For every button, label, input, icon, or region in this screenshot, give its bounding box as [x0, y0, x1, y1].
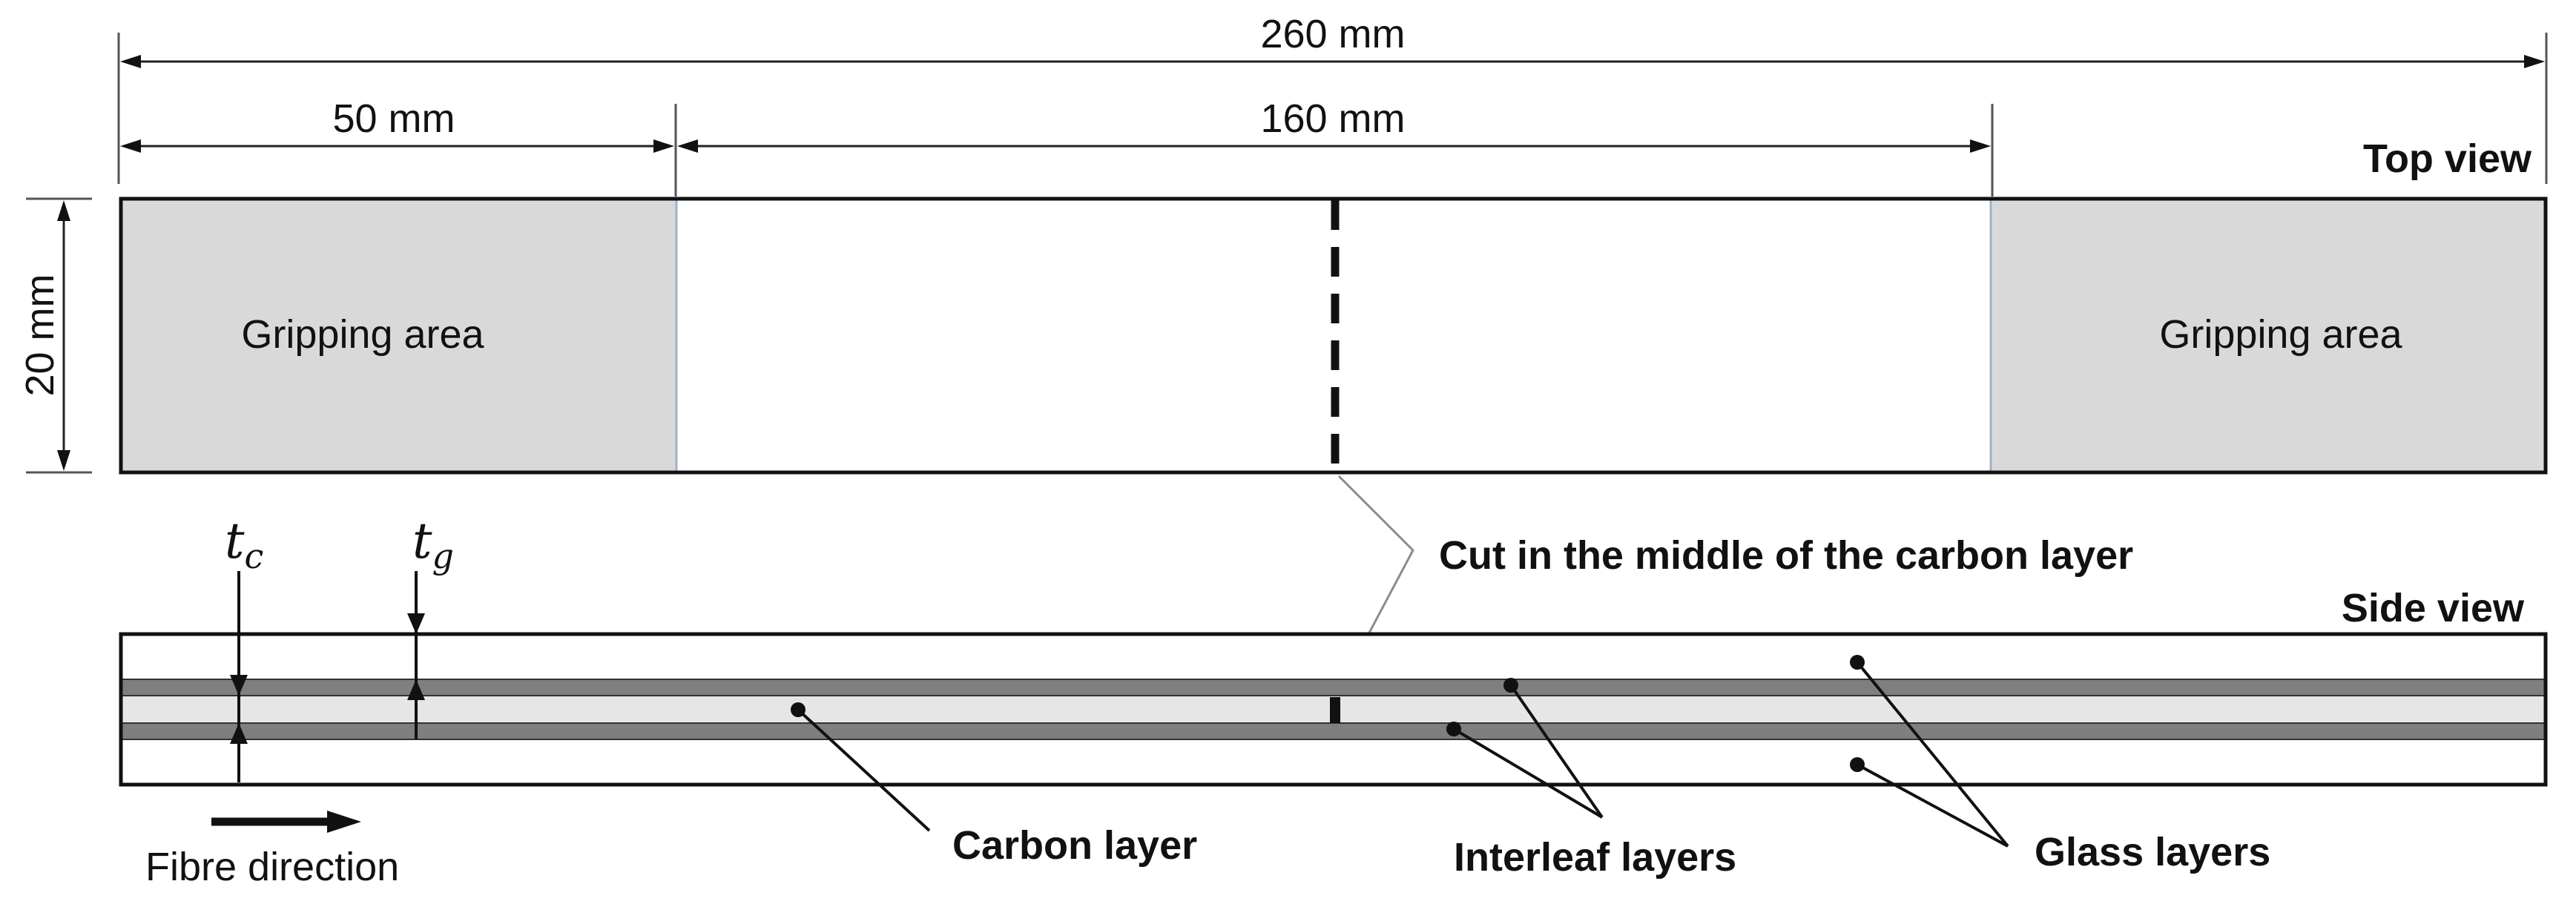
carbon-layer-label: Carbon layer: [952, 823, 1197, 868]
carbon-thickness-symbol: tc: [225, 512, 263, 576]
interleaf-layer-bottom: [121, 723, 2546, 739]
arrowhead-right-icon: [2524, 55, 2545, 68]
interleaf-layers-label: Interleaf layers: [1454, 835, 1736, 880]
glass-layer-top: [121, 634, 2546, 679]
dimension-lines: 260 mm 50 mm 160 mm 20 mm: [18, 12, 2548, 474]
gauge-length-label: 160 mm: [1260, 96, 1405, 141]
thickness-markers: tc tg: [225, 512, 454, 782]
gripping-area-right-label: Gripping area: [2159, 312, 2402, 357]
fibre-direction: Fibre direction: [145, 811, 399, 889]
side-view-outline: [119, 632, 2548, 787]
interleaf-leader-bottom: [1452, 728, 1604, 819]
total-length-label: 260 mm: [1260, 12, 1405, 56]
arrowhead-up-icon: [57, 200, 70, 221]
glass-layers-label: Glass layers: [2035, 830, 2270, 874]
gripping-area-left: [121, 199, 676, 472]
side-view-label: Side view: [2342, 586, 2525, 630]
interleaf-layer-top: [121, 679, 2546, 696]
arrowhead-up-icon: [407, 679, 425, 700]
arrowhead-down-icon: [407, 613, 425, 634]
arrowhead-right-icon: [1970, 139, 1991, 153]
arrowhead-left-icon: [677, 139, 698, 153]
arrowhead-down-icon: [57, 450, 70, 471]
glass-leader-top: [1856, 661, 2009, 848]
arrowhead-left-icon: [120, 139, 141, 153]
cut-mark: [1330, 697, 1340, 723]
glass-thickness-symbol: tg: [412, 512, 454, 576]
interleaf-leader-top: [1509, 684, 1604, 819]
arrowhead-down-icon: [230, 675, 248, 696]
fibre-direction-arrow-icon: [327, 811, 361, 833]
cut-annotation: Cut in the middle of the carbon layer: [1334, 475, 2133, 698]
top-view-label: Top view: [2363, 136, 2532, 181]
width-label: 20 mm: [18, 274, 62, 396]
glass-layer-bottom: [121, 739, 2546, 785]
grip-length-label: 50 mm: [332, 96, 455, 141]
glass-leader-bottom: [1857, 763, 2009, 848]
arrowhead-up-icon: [230, 723, 248, 744]
carbon-layer-leader: [797, 708, 931, 832]
top-view: Top view Gripping area Gripping area: [119, 136, 2548, 475]
arrowhead-left-icon: [120, 55, 141, 68]
fibre-direction-label: Fibre direction: [145, 845, 399, 889]
layer-callouts: Carbon layer Interleaf layers Glass laye…: [791, 655, 2270, 880]
gripping-area-right: [1991, 199, 2546, 472]
arrowhead-right-icon: [653, 139, 674, 153]
cut-label: Cut in the middle of the carbon layer: [1439, 533, 2133, 578]
gripping-area-left-label: Gripping area: [241, 312, 484, 357]
side-view: Side view: [119, 586, 2548, 787]
top-view-outline: [119, 197, 2548, 475]
